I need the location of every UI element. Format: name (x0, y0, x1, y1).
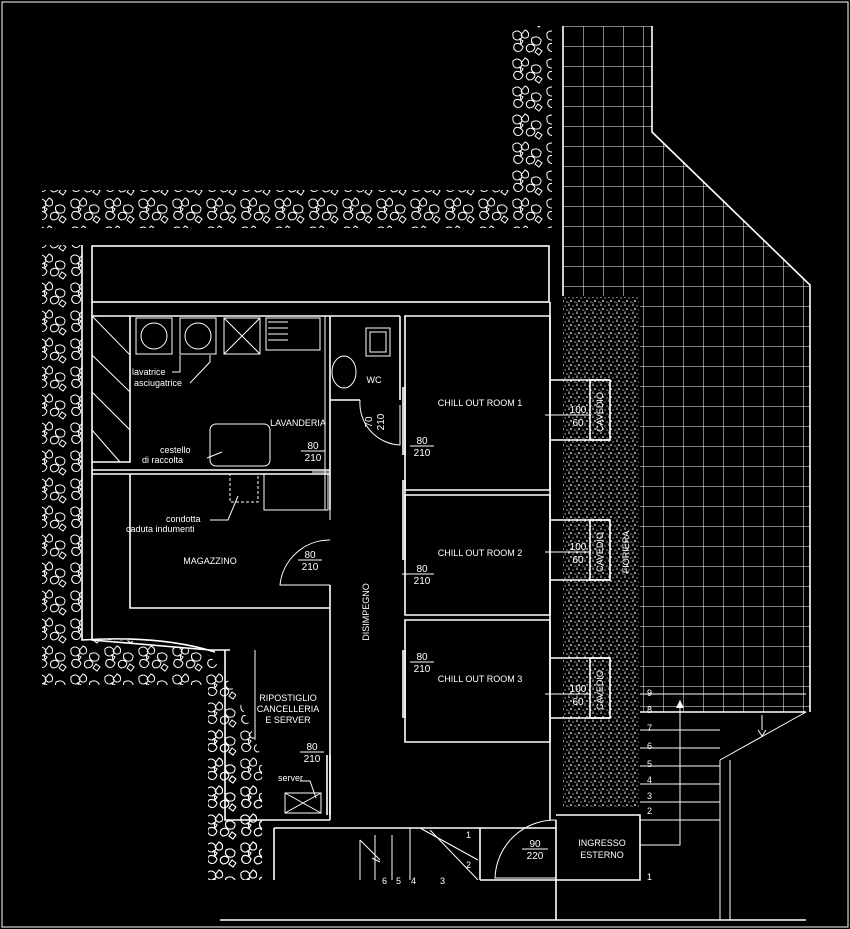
label-ingresso-1: INGRESSO (578, 838, 626, 848)
svg-text:1: 1 (466, 830, 471, 840)
svg-text:210: 210 (414, 576, 431, 587)
svg-text:70: 70 (364, 416, 375, 428)
svg-text:60: 60 (572, 418, 584, 429)
svg-text:9: 9 (647, 688, 652, 698)
svg-text:90: 90 (529, 839, 541, 850)
label-magazzino: MAGAZZINO (183, 556, 237, 566)
label-lavanderia: LAVANDERIA (270, 418, 326, 428)
label-cavedio-1: CAVEDIO (595, 392, 605, 432)
label-chill-out-room-3: CHILL OUT ROOM 3 (438, 674, 523, 684)
svg-text:210: 210 (414, 448, 431, 459)
svg-text:210: 210 (376, 413, 387, 430)
svg-text:80: 80 (416, 652, 428, 663)
svg-text:80: 80 (416, 436, 428, 447)
svg-text:3: 3 (647, 791, 652, 801)
svg-text:6: 6 (647, 741, 652, 751)
paving-grid (563, 26, 810, 712)
svg-text:4: 4 (647, 775, 652, 785)
dim-chill2-door: 80 210 (402, 564, 434, 587)
dim-chill1-door: 80 210 (410, 436, 434, 459)
label-chill-out-room-2: CHILL OUT ROOM 2 (438, 548, 523, 558)
note-cestello-2: di raccolta (142, 455, 183, 465)
svg-text:100: 100 (570, 542, 587, 553)
laundry-appliances (135, 317, 329, 511)
label-wc: WC (367, 375, 382, 385)
svg-text:210: 210 (305, 453, 322, 464)
dim-chill3-door: 80 210 (410, 652, 434, 675)
cavedio-shafts (550, 379, 611, 719)
label-cavedio-2: CAVEDIO (595, 532, 605, 572)
stair-numbers-external: 9 8 7 6 5 4 3 2 1 (647, 688, 652, 882)
note-lavatrice: lavatrice (132, 367, 166, 377)
dim-cavedio-2: 100 60 (545, 542, 590, 566)
svg-text:1: 1 (647, 872, 652, 882)
svg-text:210: 210 (304, 754, 321, 765)
label-ripostiglio-2: CANCELLERIA (257, 704, 320, 714)
label-disimpegno: DISIMPEGNO (361, 583, 371, 641)
stair-numbers-internal: 6 5 4 3 2 1 (382, 830, 471, 886)
svg-text:6: 6 (382, 876, 387, 886)
label-chill-out-room-1: CHILL OUT ROOM 1 (438, 398, 523, 408)
dim-cavedio-1: 100 60 (545, 405, 590, 429)
dim-ingresso-door: 90 220 (522, 839, 548, 862)
label-ripostiglio-1: RIPOSTIGLIO (259, 693, 317, 703)
note-condotta-1: condotta (166, 514, 201, 524)
svg-text:4: 4 (411, 876, 416, 886)
svg-text:7: 7 (647, 723, 652, 733)
internal-stair (359, 827, 479, 881)
svg-text:220: 220 (527, 851, 544, 862)
svg-text:100: 100 (570, 405, 587, 416)
svg-text:100: 100 (570, 684, 587, 695)
wc-fixtures (331, 327, 391, 389)
cestello-basket (209, 423, 271, 467)
label-ripostiglio-3: E SERVER (265, 715, 311, 725)
svg-text:5: 5 (396, 876, 401, 886)
svg-text:5: 5 (647, 759, 652, 769)
svg-text:80: 80 (307, 441, 319, 452)
svg-text:2: 2 (647, 806, 652, 816)
stone-terrain (42, 26, 552, 880)
dim-wc-door: 70 210 (364, 413, 387, 430)
svg-text:80: 80 (416, 564, 428, 575)
note-server: server (278, 773, 303, 783)
label-ingresso-2: ESTERNO (580, 850, 624, 860)
dim-lavanderia-door: 80 210 (301, 441, 325, 464)
svg-text:60: 60 (572, 697, 584, 708)
note-cestello-1: cestello (160, 445, 191, 455)
note-asciugatrice: asciugatrice (134, 378, 182, 388)
server-rack (284, 792, 322, 814)
dim-ripostiglio-door: 80 210 (300, 742, 324, 765)
label-cavedio-3: CAVEDIO (595, 670, 605, 710)
note-condotta-2: caduta indumenti (126, 524, 195, 534)
label-fioriera: FIORIERA (621, 531, 631, 574)
dim-magazzino-door: 80 210 (298, 550, 322, 573)
door-swings (279, 387, 557, 879)
svg-text:2: 2 (466, 860, 471, 870)
svg-text:80: 80 (304, 550, 316, 561)
svg-text:3: 3 (440, 876, 445, 886)
external-stair (640, 693, 807, 920)
svg-text:8: 8 (647, 705, 652, 715)
svg-text:80: 80 (306, 742, 318, 753)
svg-text:210: 210 (414, 664, 431, 675)
svg-text:210: 210 (302, 562, 319, 573)
dim-cavedio-3: 100 60 (545, 684, 590, 708)
svg-text:60: 60 (572, 555, 584, 566)
